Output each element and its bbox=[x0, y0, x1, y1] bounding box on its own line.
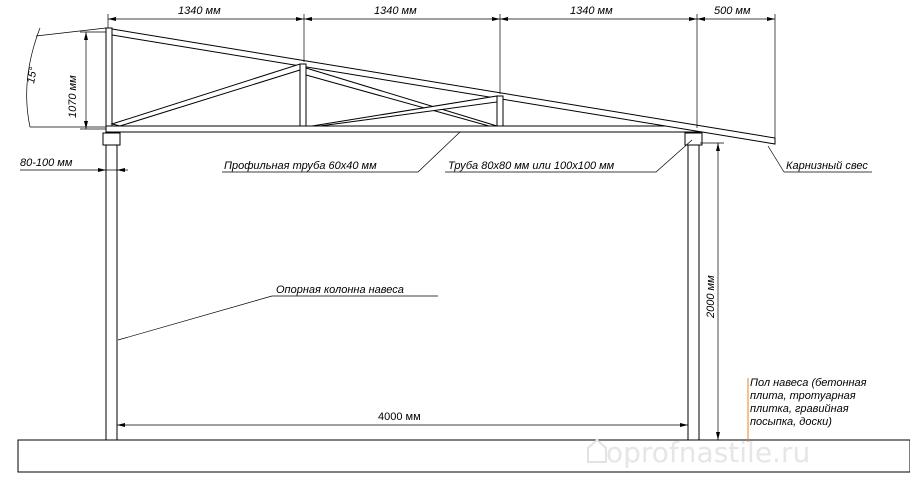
dimension-overhang: 500 мм bbox=[714, 5, 751, 17]
angle-dimension bbox=[26, 27, 107, 128]
floor-note-line-4: посыпка, доски) bbox=[750, 416, 832, 428]
callout-eave-overhang: Карнизный свес bbox=[786, 160, 868, 172]
dimension-column-offset: 80-100 мм bbox=[20, 157, 73, 169]
watermark-text: oprofnastile.ru bbox=[606, 436, 810, 469]
ground-slab bbox=[17, 439, 910, 473]
left-column-cap bbox=[102, 132, 121, 146]
dimension-span-2: 1340 мм bbox=[374, 5, 417, 17]
dimension-span-3: 1340 мм bbox=[570, 5, 613, 17]
end-post bbox=[105, 27, 113, 127]
floor-note-line-3: плитка, гравийная bbox=[750, 403, 849, 415]
vertical-post-2 bbox=[496, 95, 504, 127]
width-dimension bbox=[117, 423, 688, 427]
left-column bbox=[105, 134, 118, 441]
callout-leaders bbox=[117, 131, 872, 341]
callout-support-column: Опорная колонна навеса bbox=[276, 284, 404, 296]
roof-truss bbox=[105, 27, 776, 145]
right-column-cap bbox=[684, 132, 703, 146]
callout-profile-pipe: Профильная труба 60х40 мм bbox=[224, 160, 377, 172]
floor-note: Пол навеса (бетонная плита, тротуарная п… bbox=[747, 377, 867, 442]
house-icon bbox=[587, 438, 607, 463]
top-dimensions bbox=[107, 14, 776, 138]
floor-note-line-2: плита, тротуарная bbox=[750, 390, 856, 402]
watermark: oprofnastile.ru bbox=[587, 436, 810, 469]
diagonal-3 bbox=[311, 95, 498, 127]
callout-column-pipe: Труба 80х80 мм или 100х100 мм bbox=[448, 160, 615, 172]
height-dimension bbox=[80, 31, 106, 130]
column-height-dimension bbox=[700, 142, 724, 440]
vertical-post-1 bbox=[299, 63, 307, 127]
diagonal-1 bbox=[110, 63, 301, 127]
right-column bbox=[687, 134, 700, 441]
dimension-span-1: 1340 мм bbox=[178, 5, 221, 17]
dimension-truss-height: 1070 мм bbox=[67, 75, 79, 118]
dimension-angle: 15° bbox=[25, 65, 40, 84]
floor-note-line-1: Пол навеса (бетонная bbox=[750, 377, 867, 389]
offset-dimension bbox=[20, 168, 128, 172]
dimension-column-height: 2000 мм bbox=[705, 275, 717, 319]
dimension-total-width: 4000 мм bbox=[378, 411, 421, 423]
bottom-chord bbox=[105, 125, 701, 133]
